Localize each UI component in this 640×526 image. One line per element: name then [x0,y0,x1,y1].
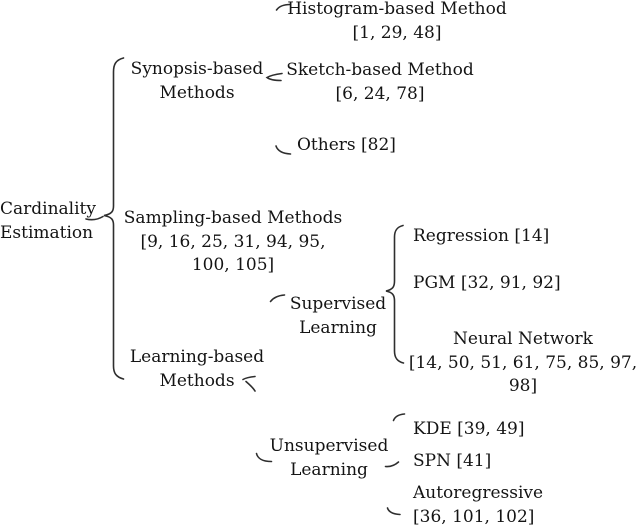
node-sketch-based-method: Sketch-based Method [6, 24, 78] [286,60,474,104]
brace-root [103,57,125,380]
node-sampling-based-methods: Sampling-based Methods [9, 16, 25, 31, 9… [123,208,343,275]
node-others: Others [82] [297,135,396,155]
node-learning-based-methods: Learning-based Methods [129,347,265,391]
node-autoregressive: Autoregressive [36, 101, 102] [413,483,544,526]
node-supervised-learning: Supervised Learning [289,294,387,338]
node-spn: SPN [41] [413,451,492,471]
connector-unsupervised-kde [392,413,406,422]
connector-synopsis-others [275,145,292,155]
node-neural-network: Neural Network [14, 50, 51, 61, 75, 85, … [408,329,638,396]
node-regression: Regression [14] [413,226,550,246]
node-synopsis-based-methods: Synopsis-based Methods [130,59,264,103]
node-kde: KDE [39, 49] [413,419,525,439]
node-pgm: PGM [32, 91, 92] [413,273,561,293]
connector-unsupervised-autoregressive [386,507,401,516]
node-cardinality-estimation: Cardinality Estimation [0,199,96,243]
node-histogram-based-method: Histogram-based Method [1, 29, 48] [287,0,507,43]
node-unsupervised-learning: Unsupervised Learning [269,436,389,480]
